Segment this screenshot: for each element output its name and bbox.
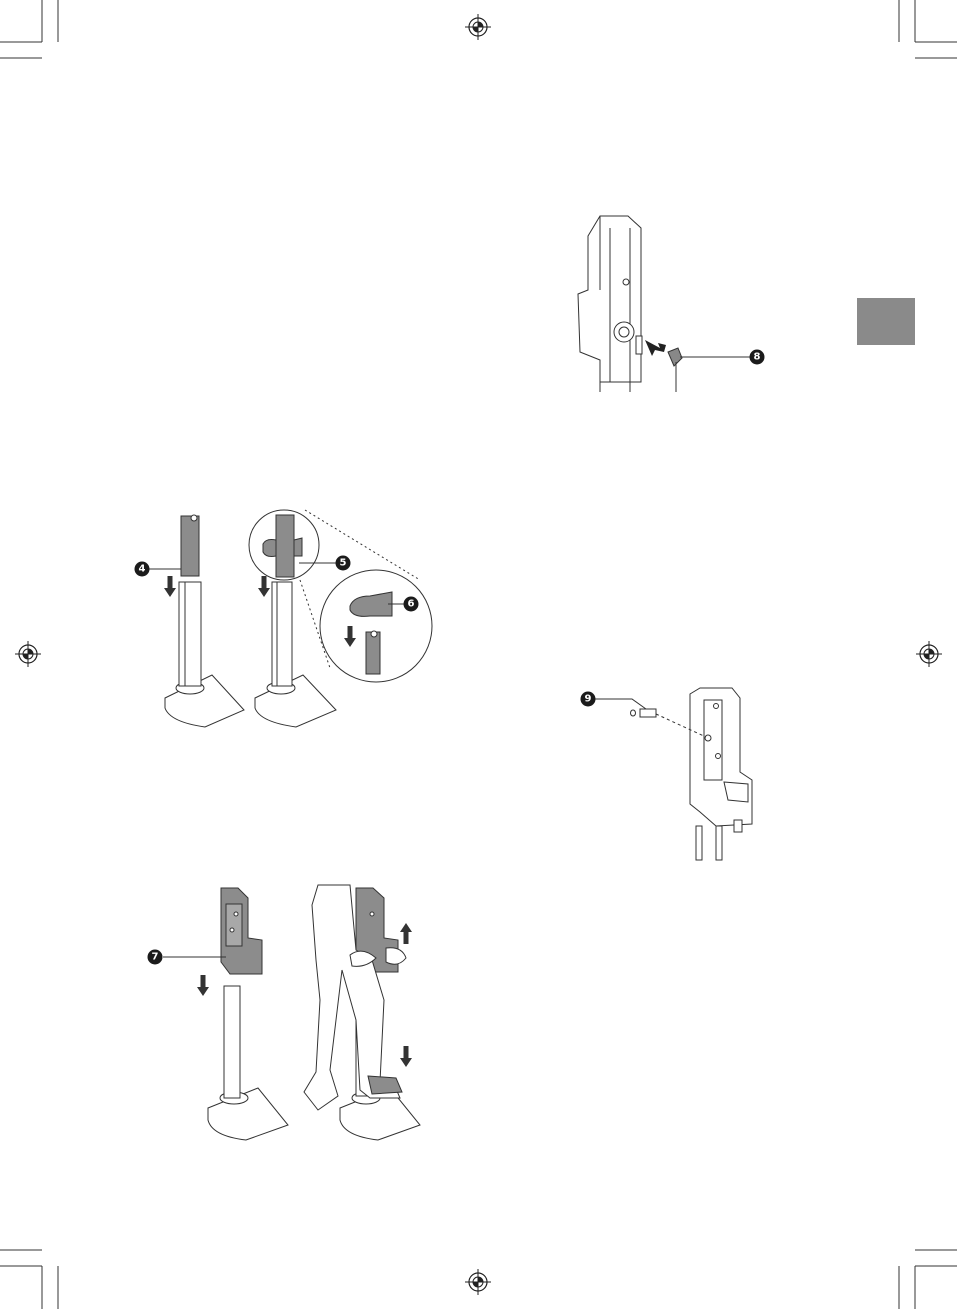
svg-text:7: 7 [152,952,159,963]
figure-pole-cover [165,510,432,727]
arrow-down-7 [197,975,209,996]
callout-6: 6 [404,597,419,612]
callout-8: 8 [750,350,765,365]
arrow-down-4 [164,576,176,597]
callout-9: 9 [581,692,596,707]
figure-bracket-mount [208,885,420,1140]
arrow-up-lift [400,923,412,944]
callout-7: 7 [148,950,163,965]
arrow-insert-cable [645,340,666,356]
arrow-down-foot [400,1046,412,1067]
callout-4: 4 [135,562,150,577]
figure-cable-connect [578,216,682,392]
registration-mark-left [15,641,41,667]
arrow-down-5 [258,576,270,597]
registration-mark-bottom [465,1269,491,1295]
svg-text:5: 5 [340,558,347,569]
svg-text:9: 9 [585,694,592,705]
callout-5: 5 [336,556,351,571]
svg-text:8: 8 [754,352,761,363]
leader-line-9 [595,699,646,709]
svg-text:4: 4 [139,564,146,575]
figure-screw [631,688,753,860]
svg-text:6: 6 [408,599,415,610]
registration-mark-right [916,641,942,667]
registration-mark-top [465,14,491,40]
